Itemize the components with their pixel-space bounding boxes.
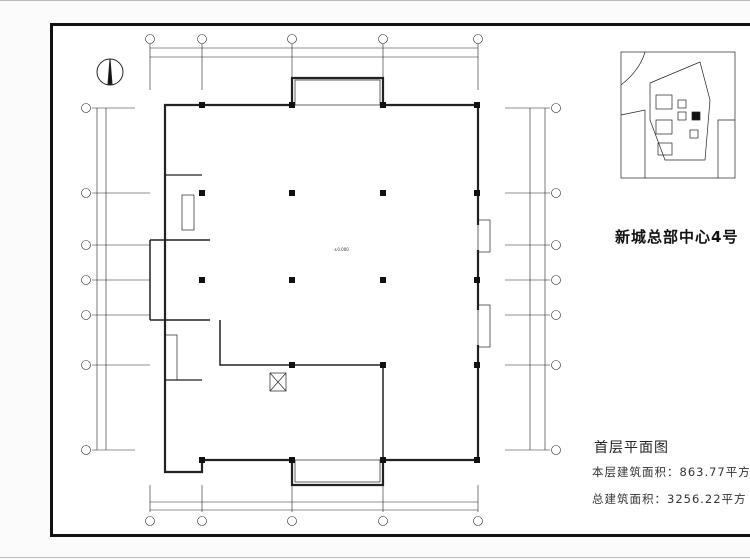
top-edge <box>0 0 750 1</box>
total-area-label: 总建筑面积：3256.22平方 <box>592 492 747 506</box>
site-key-map <box>620 51 736 179</box>
level-mark: ±0.000 <box>334 247 349 252</box>
top-dimensions <box>145 34 483 90</box>
columns <box>199 102 480 463</box>
drawing-frame <box>50 23 750 537</box>
right-dimensions <box>505 103 561 455</box>
plan-title: 首层平面图 <box>594 440 669 456</box>
bottom-edge <box>0 557 750 558</box>
north-arrow-icon <box>96 58 124 86</box>
left-dimensions <box>81 103 150 455</box>
outer-lines <box>164 79 491 483</box>
floor-area-label: 本层建筑面积：863.77平方 <box>592 465 750 479</box>
project-title: 新城总部中心4号 <box>615 228 739 246</box>
bottom-dimensions <box>145 485 483 526</box>
